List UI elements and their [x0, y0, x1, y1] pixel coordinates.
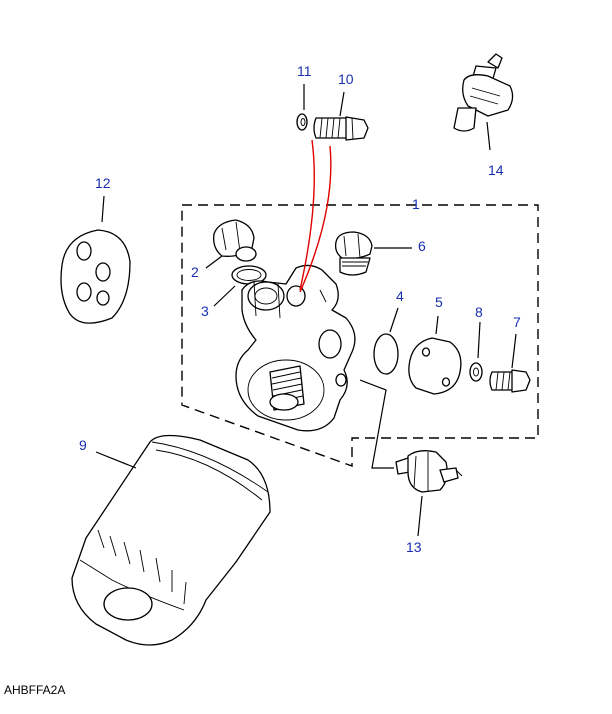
bolt-part-7[interactable]	[489, 369, 531, 393]
callout-4: 4	[396, 288, 404, 304]
gasket-plate-part-12[interactable]	[60, 229, 131, 324]
washer-part-11[interactable]	[296, 113, 308, 131]
callout-1: 1	[412, 196, 420, 212]
callout-11: 11	[297, 63, 312, 79]
leader-lines	[95, 84, 517, 537]
sender-unit-part-14[interactable]	[453, 53, 514, 132]
callout-12: 12	[95, 175, 111, 191]
bolt-part-10[interactable]	[313, 116, 369, 141]
callout-6: 6	[418, 238, 426, 254]
switch-part-13[interactable]	[395, 450, 463, 493]
bolt-path-highlight	[299, 139, 332, 293]
assembly-boundary	[181, 204, 539, 467]
seal-part-4[interactable]	[373, 333, 399, 375]
callout-7: 7	[513, 314, 521, 330]
callout-2: 2	[191, 264, 199, 280]
callout-14: 14	[488, 162, 504, 178]
oil-filter-part-9[interactable]	[71, 434, 271, 646]
cover-plate-part-5[interactable]	[408, 337, 462, 395]
diagram-code: AHBFFA2A	[4, 683, 65, 697]
callout-3: 3	[201, 303, 209, 319]
callout-5: 5	[435, 294, 443, 310]
callout-13: 13	[406, 539, 422, 555]
washer-part-8[interactable]	[469, 362, 483, 382]
callout-9: 9	[79, 437, 87, 453]
callout-10: 10	[338, 71, 354, 87]
filter-housing-part-1[interactable]	[235, 264, 356, 432]
plug-part-6[interactable]	[334, 231, 373, 276]
callout-8: 8	[475, 304, 483, 320]
plug-part-2[interactable]	[213, 219, 257, 262]
